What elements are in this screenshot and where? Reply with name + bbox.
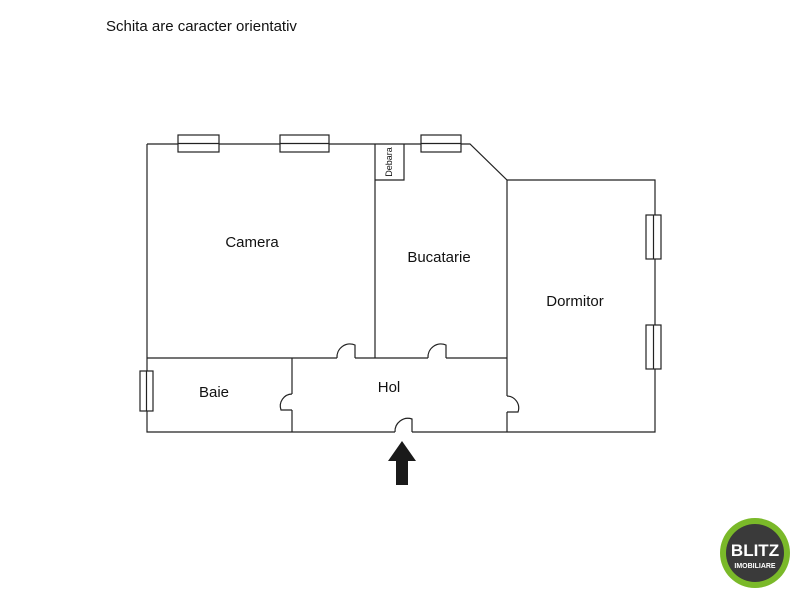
doors (279, 343, 520, 434)
room-label-hol: Hol (378, 379, 401, 396)
logo-name: BLITZ (731, 541, 779, 560)
disclaimer-note: Schita are caracter orientativ (106, 18, 297, 35)
room-label-bucatarie: Bucatarie (407, 249, 470, 266)
outer-walls (146, 143, 656, 433)
entrance-arrow-icon (388, 441, 416, 485)
room-label-camera: Camera (225, 234, 279, 251)
windows (139, 134, 662, 412)
blitz-logo: BLITZ IMOBILIARE (720, 518, 790, 588)
room-label-dormitor: Dormitor (546, 293, 604, 310)
logo-disc (726, 524, 784, 582)
room-label-baie: Baie (199, 384, 229, 401)
logo-subtitle: IMOBILIARE (734, 563, 776, 570)
room-label-debara: Debara (384, 147, 394, 177)
debara-closet (375, 144, 405, 181)
